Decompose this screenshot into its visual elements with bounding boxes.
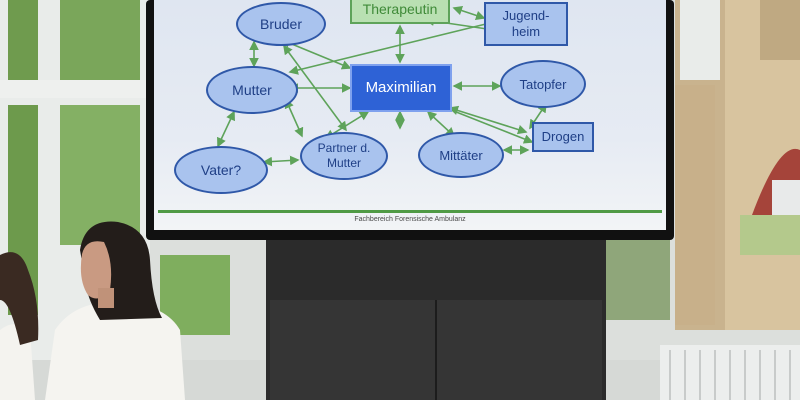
node-bruder-label: Bruder <box>259 15 303 32</box>
node-vater: Vater? <box>174 146 268 194</box>
node-bruder: Bruder <box>236 2 326 46</box>
relationship-arrows <box>217 5 547 167</box>
node-partner-label: Partner d. Mutter <box>317 141 371 170</box>
node-vater-label: Vater? <box>200 161 242 178</box>
node-maximilian: Maximilian <box>350 64 452 112</box>
node-jugendheim: Jugend-heim <box>484 2 568 46</box>
footer-divider <box>158 210 662 213</box>
node-tatopfer-label: Tatopfer <box>519 76 567 92</box>
node-drogen: Drogen <box>532 122 594 152</box>
node-jugendheim-label: Jugend-heim <box>502 8 550 39</box>
presentation-monitor: Therapeutin Bruder Jugend-heim Mutter Ma… <box>146 0 674 240</box>
slide: Therapeutin Bruder Jugend-heim Mutter Ma… <box>154 0 666 230</box>
slide-footer: Fachbereich Forensische Ambulanz <box>354 216 466 223</box>
node-partner: Partner d. Mutter <box>300 132 388 180</box>
node-mutter: Mutter <box>206 66 298 114</box>
node-drogen-label: Drogen <box>541 129 585 144</box>
node-therapeutin: Therapeutin <box>350 0 450 24</box>
node-mutter-label: Mutter <box>232 81 272 98</box>
node-mittaeter: Mittäter <box>418 132 504 178</box>
node-mittaeter-label: Mittäter <box>439 147 483 163</box>
node-maximilian-label: Maximilian <box>365 79 437 96</box>
node-tatopfer: Tatopfer <box>500 60 586 108</box>
node-therapeutin-label: Therapeutin <box>362 1 438 17</box>
